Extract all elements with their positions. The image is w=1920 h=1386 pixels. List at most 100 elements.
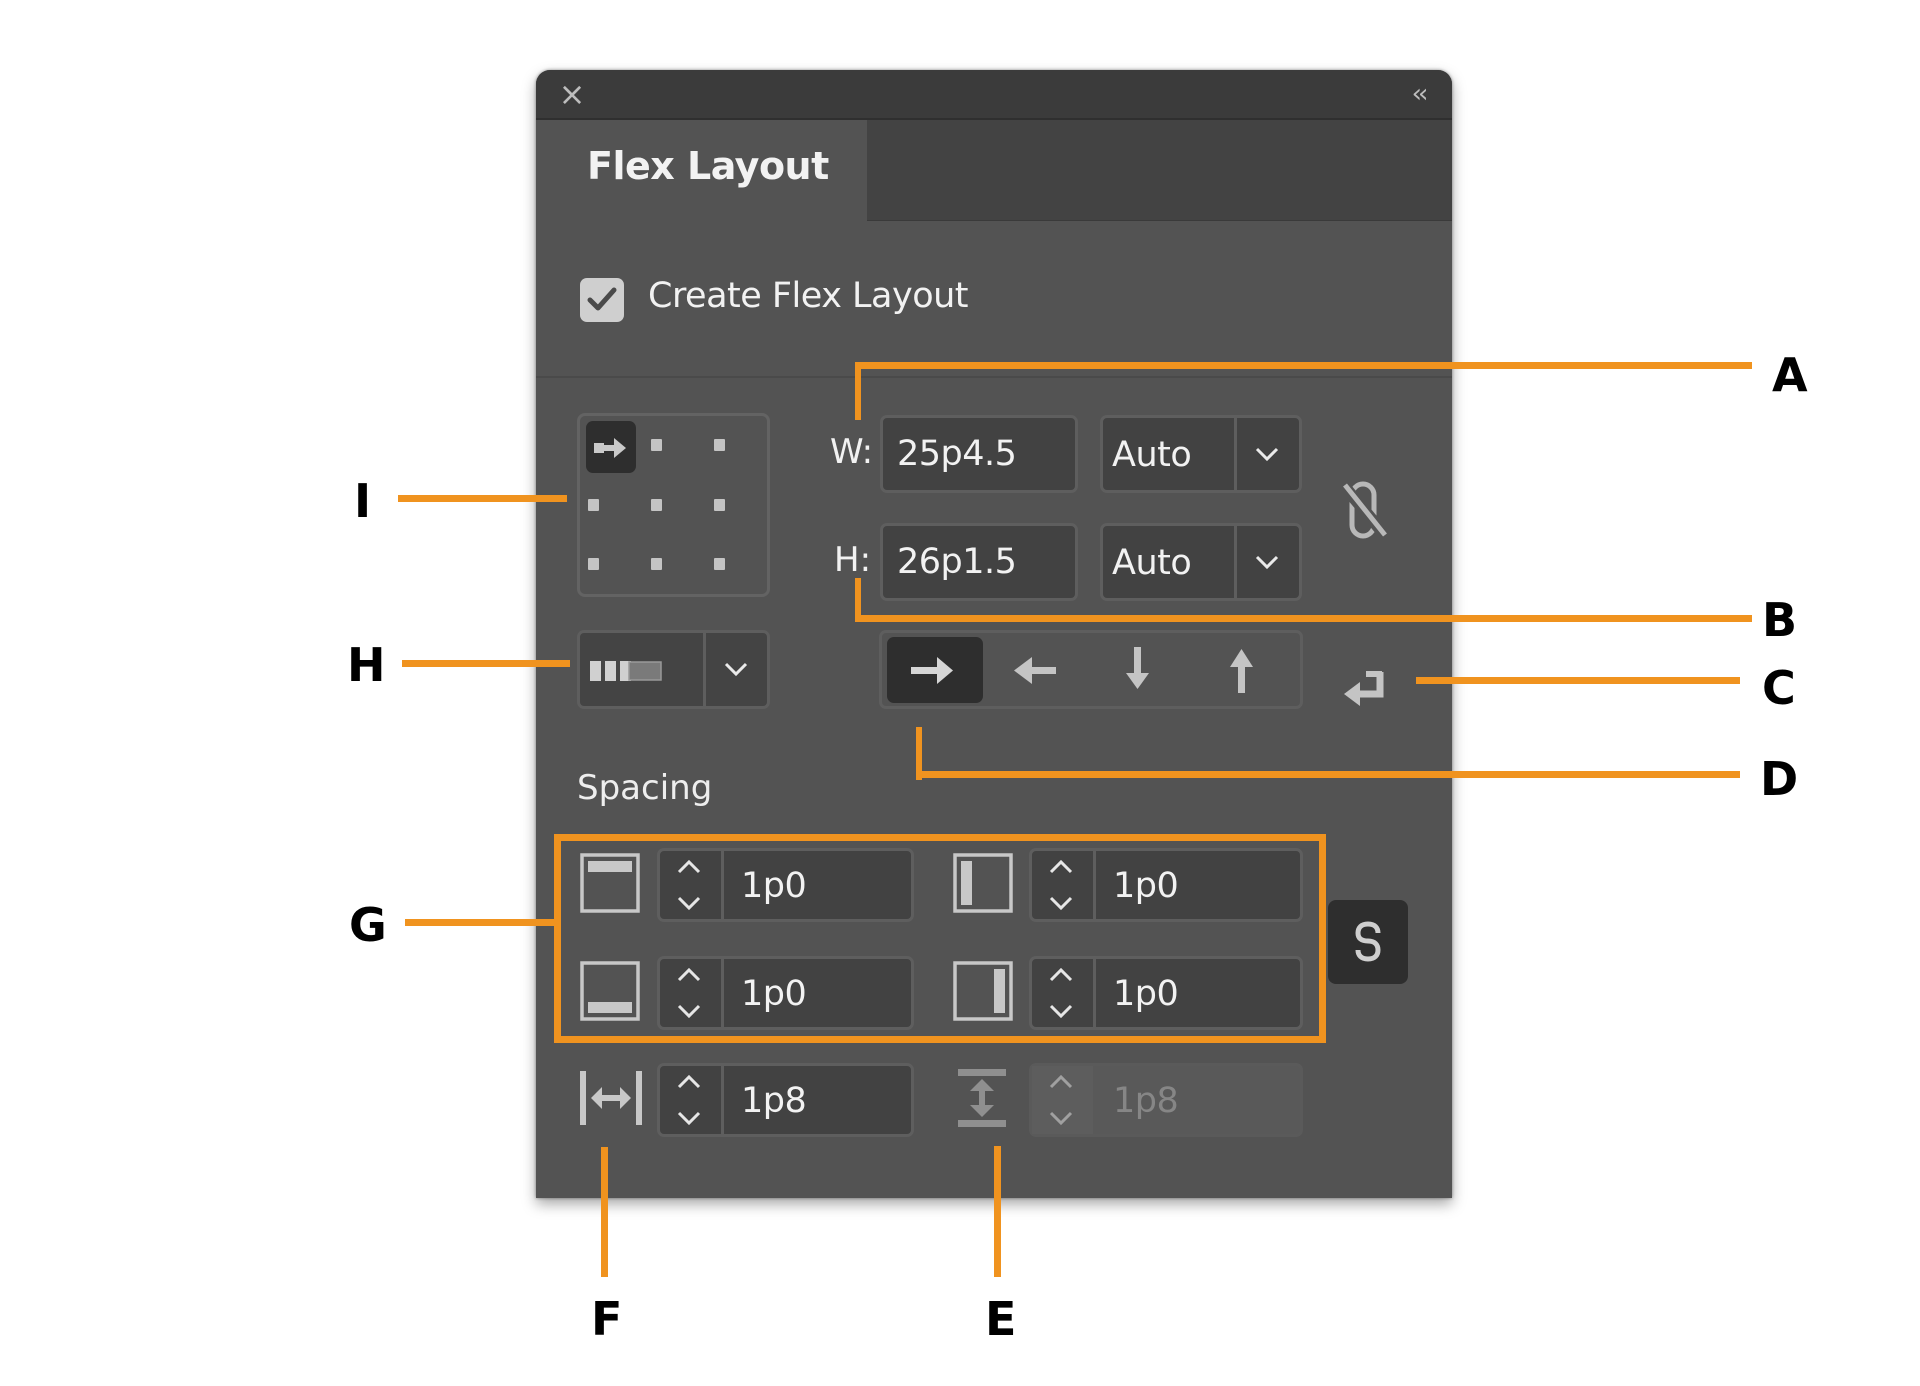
padding-bottom-input[interactable]: 1p0 [657,956,914,1030]
row-gap-stepper[interactable] [1032,1066,1096,1134]
link-icon [1355,921,1381,962]
tab-label: Flex Layout [587,144,829,188]
padding-right-input[interactable]: 1p0 [1029,956,1303,1030]
alignment-cell-top-right[interactable] [714,439,725,451]
chevron-down-icon[interactable] [674,1108,704,1128]
column-gap-input[interactable]: 1p8 [657,1063,914,1137]
row-gap-value: 1p8 [1113,1081,1179,1121]
alignment-cell-top-center[interactable] [651,439,662,451]
callout-g-line [405,919,555,926]
column-gap-value: 1p8 [741,1081,807,1121]
direction-segmented-control [879,630,1303,709]
arrow-left-icon [1014,657,1056,684]
create-flex-layout-label: Create Flex Layout [648,276,969,316]
height-label: H: [834,540,872,580]
chevron-down-icon[interactable] [1250,442,1284,466]
chevron-down-icon[interactable] [1046,1001,1076,1021]
width-input[interactable]: 25p4.5 [880,415,1078,493]
padding-left-stepper[interactable] [1032,851,1096,919]
callout-i-line [398,495,567,502]
callout-g-box [554,834,1326,1043]
wrap-return-icon[interactable] [1336,666,1392,714]
flex-layout-panel: × ‹‹ Flex Layout Create Flex Layout W: [536,70,1452,1198]
arrow-up-icon [1230,649,1253,693]
padding-top-input[interactable]: 1p0 [657,848,914,922]
chevron-down-icon[interactable] [1046,1108,1076,1128]
chevron-down-icon[interactable] [674,1001,704,1021]
padding-left-input[interactable]: 1p0 [1029,848,1303,922]
arrow-right-icon [911,657,953,684]
checkmark-icon [587,287,617,311]
callout-label-b: B [1762,593,1798,647]
padding-bottom-value: 1p0 [741,974,807,1014]
row-gap-input[interactable]: 1p8 [1029,1063,1303,1137]
chevron-up-icon[interactable] [1046,1072,1076,1092]
callout-label-a: A [1772,348,1808,402]
chevron-down-icon[interactable] [719,657,753,681]
chevron-up-icon[interactable] [674,857,704,877]
layout-preset-dropdown[interactable] [577,630,770,709]
callout-d-line [916,727,922,780]
column-gap-icon [580,1071,642,1125]
alignment-cell-bottom-right[interactable] [714,558,725,570]
direction-row-button[interactable] [887,637,983,703]
padding-right-value: 1p0 [1113,974,1179,1014]
collapse-panel-icon[interactable]: ‹‹ [1411,79,1429,109]
callout-e-line [994,1146,1001,1277]
callout-h-line [402,660,570,667]
height-input[interactable]: 26p1.5 [880,523,1078,601]
callout-a-line [855,362,1752,369]
chevron-up-icon[interactable] [1046,965,1076,985]
padding-top-value: 1p0 [741,866,807,906]
direction-column-button[interactable] [1090,637,1186,703]
arrow-down-icon [1126,647,1149,689]
panel-title-bar[interactable]: × ‹‹ [536,70,1452,120]
link-broken-icon[interactable] [1336,478,1392,544]
dropdown-divider [1234,418,1237,490]
alignment-cell-middle-left[interactable] [588,499,599,511]
callout-b-line [855,615,1752,622]
tab-flex-layout[interactable]: Flex Layout [536,120,867,221]
close-icon[interactable]: × [558,75,586,113]
alignment-cell-middle-center[interactable] [651,499,662,511]
alignment-grid[interactable] [577,413,770,597]
width-mode-dropdown[interactable]: Auto [1100,415,1302,493]
bars-preset-icon [590,661,662,681]
padding-bottom-icon [580,961,640,1021]
callout-a-line [855,362,861,420]
callout-label-e: E [985,1292,1017,1346]
alignment-cell-bottom-left[interactable] [588,558,599,570]
create-flex-layout-checkbox[interactable] [580,278,624,322]
alignment-cell-bottom-center[interactable] [651,558,662,570]
callout-label-c: C [1762,661,1796,715]
spacing-title: Spacing [577,768,713,808]
width-label: W: [830,432,874,472]
chevron-up-icon[interactable] [674,965,704,985]
chevron-down-icon[interactable] [674,893,704,913]
padding-top-stepper[interactable] [660,851,724,919]
padding-left-value: 1p0 [1113,866,1179,906]
callout-c-line [1416,677,1740,684]
alignment-cell-top-left-selected[interactable] [586,421,636,473]
callout-label-h: H [347,638,386,692]
chevron-up-icon[interactable] [1046,857,1076,877]
chevron-down-icon[interactable] [1250,550,1284,574]
direction-column-reverse-button[interactable] [1194,637,1290,703]
section-divider [536,376,1452,378]
height-value: 26p1.5 [897,542,1017,582]
callout-label-d: D [1760,752,1799,806]
chevron-down-icon[interactable] [1046,893,1076,913]
padding-left-icon [953,853,1013,913]
direction-row-reverse-button[interactable] [986,637,1082,703]
dropdown-divider [1234,526,1237,598]
height-mode-dropdown[interactable]: Auto [1100,523,1302,601]
height-mode-value: Auto [1112,543,1192,583]
alignment-cell-middle-right[interactable] [714,499,725,511]
chevron-up-icon[interactable] [674,1072,704,1092]
link-padding-button[interactable] [1328,900,1408,984]
column-gap-stepper[interactable] [660,1066,724,1134]
padding-top-icon [580,853,640,913]
callout-label-i: I [354,474,372,528]
padding-right-stepper[interactable] [1032,959,1096,1027]
padding-bottom-stepper[interactable] [660,959,724,1027]
